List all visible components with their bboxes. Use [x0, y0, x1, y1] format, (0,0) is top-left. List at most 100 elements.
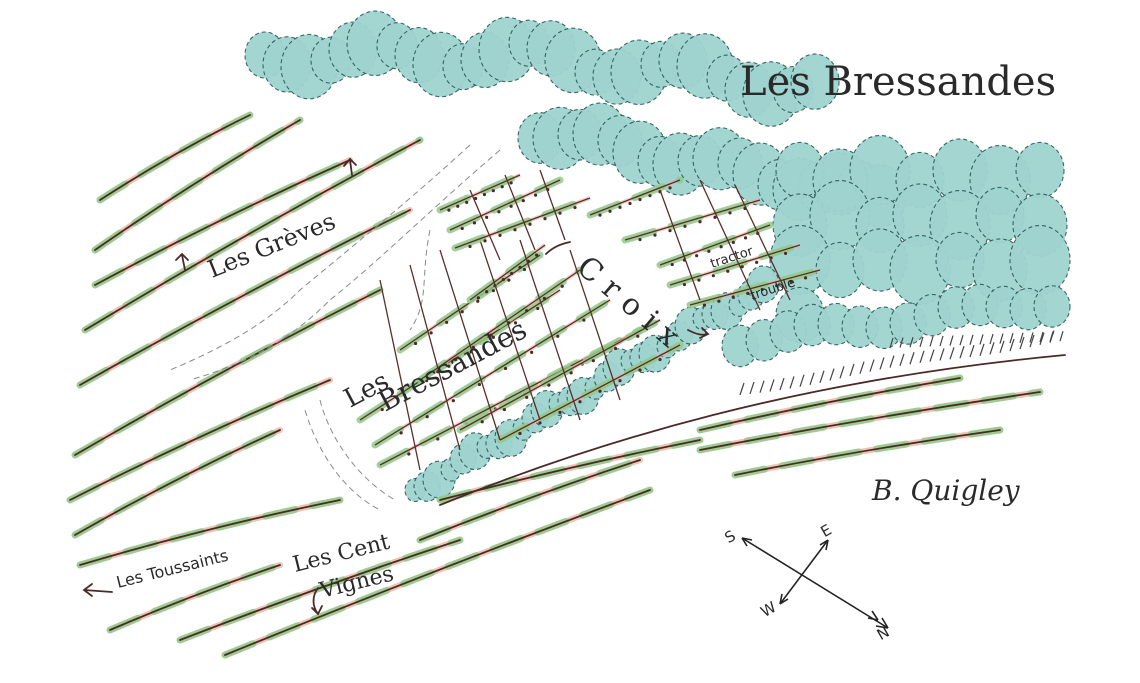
hatch-mark — [959, 335, 964, 346]
vine-plant — [618, 379, 622, 383]
hatch-mark — [969, 344, 975, 358]
hatch-mark — [999, 333, 1004, 344]
vine-plant — [698, 220, 702, 224]
vine-rows-les-cent-vignes — [106, 436, 704, 659]
arrow-head-icon — [741, 537, 753, 547]
vine-plant — [476, 296, 480, 300]
vine-plant — [618, 205, 622, 209]
vine-plant — [560, 284, 564, 288]
vine-row — [179, 539, 461, 641]
vine-row — [459, 319, 661, 431]
arrow-left-icon — [82, 583, 113, 597]
vine-plant — [503, 366, 508, 371]
vine-plant — [445, 320, 449, 324]
vine-plant — [473, 196, 478, 201]
vine-plant — [399, 431, 403, 435]
vine-plant — [525, 309, 529, 313]
hatch-mark — [909, 352, 915, 365]
vine-row — [449, 179, 561, 231]
vine-plant — [653, 233, 657, 237]
vine-row — [94, 119, 301, 251]
grid-divider — [439, 249, 501, 441]
hatch-mark — [839, 366, 845, 379]
hatch-mark — [1019, 336, 1025, 350]
hatch-mark — [1039, 331, 1044, 343]
vine-row — [419, 459, 641, 541]
vine-rows-lower-right — [439, 354, 1066, 506]
vine-plant — [628, 201, 632, 206]
hatch-mark — [939, 335, 944, 347]
vine-plant — [483, 239, 487, 243]
vine-plant — [683, 224, 687, 228]
vine-row — [499, 344, 681, 441]
grid-divider — [409, 264, 461, 451]
hatch-mark — [899, 337, 904, 348]
hatch-mark — [889, 355, 895, 368]
vine-plant — [460, 310, 464, 314]
vine-plant — [500, 185, 504, 189]
vine-plant — [407, 452, 411, 456]
vine-plant — [528, 222, 532, 226]
vine-plant — [648, 194, 652, 198]
vine-plant — [453, 357, 458, 362]
grid-divider — [469, 189, 501, 261]
hatch-mark — [739, 382, 745, 396]
vine-row — [454, 197, 591, 249]
vine-plant — [460, 226, 464, 231]
hatch-mark — [1059, 331, 1064, 342]
vine-plant — [569, 371, 573, 375]
hatch-mark — [1029, 334, 1035, 348]
vine-grid-croix — [586, 176, 824, 311]
hatch-mark — [989, 333, 994, 345]
compass-axis-sn — [741, 537, 889, 629]
arrow-head-icon — [819, 539, 829, 551]
hatch-mark — [919, 350, 925, 364]
artist-signature: B. Quigley — [871, 474, 1021, 507]
grid-divider — [519, 239, 581, 421]
vine-plant — [668, 186, 672, 190]
grid-divider — [659, 189, 701, 301]
compass-label-north: N — [874, 623, 893, 644]
vine-plant — [436, 437, 440, 441]
hatch-mark — [869, 359, 875, 372]
vine-plant — [803, 276, 808, 280]
vine-row — [79, 499, 341, 566]
hatch-mark — [1029, 332, 1034, 343]
vine-row — [699, 391, 1041, 451]
hatch-mark — [939, 348, 945, 361]
vine-plant — [598, 389, 602, 393]
hatch-mark — [859, 361, 865, 374]
vine-plant — [429, 331, 433, 335]
vine-row — [734, 429, 1001, 476]
vine-plant — [558, 410, 562, 414]
vine-row — [69, 379, 331, 501]
vine-row — [374, 299, 611, 446]
hatch-mark — [1039, 332, 1045, 346]
hatch-mark — [1009, 333, 1014, 344]
map-title: Les Bressandes — [740, 59, 1056, 105]
tree-icon — [1009, 224, 1071, 296]
hatch-mark — [769, 379, 775, 392]
vine-plant — [425, 415, 429, 419]
vine-plant — [477, 382, 482, 387]
grid-divider — [379, 279, 421, 471]
vine-plant — [638, 237, 642, 242]
vine-plant — [670, 262, 674, 267]
vine-plant — [507, 278, 511, 282]
vine-row — [84, 139, 421, 331]
vine-plant — [518, 265, 522, 269]
hatch-mark — [759, 380, 765, 393]
arrow-head-icon — [867, 610, 889, 629]
grid-divider — [539, 169, 566, 241]
hatch-mark — [749, 381, 755, 395]
vineyard-track — [169, 144, 501, 511]
vine-plant — [465, 200, 469, 204]
vine-plant — [485, 290, 489, 294]
vine-plant — [598, 213, 602, 217]
vine-rows-les-greves — [66, 111, 424, 569]
hatch-mark — [829, 368, 835, 381]
compass-axis-ew — [779, 539, 829, 605]
hatch-mark — [799, 374, 805, 387]
vine-plant — [591, 359, 595, 363]
